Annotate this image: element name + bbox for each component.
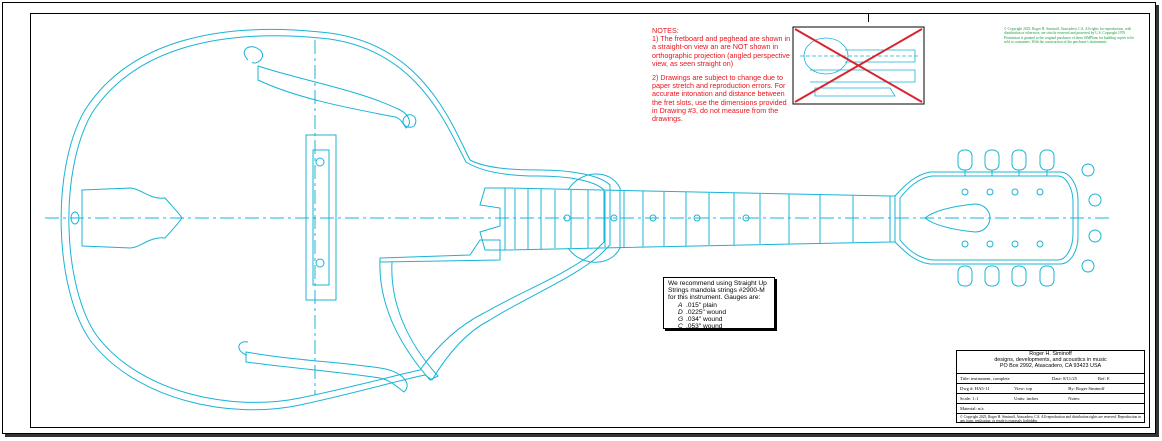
drawing-title: Title: instrument, complete [960,376,1010,381]
upper-f-hole-lower-eye [402,114,417,128]
gauge-value: .015" plain [686,301,717,309]
bridge-thumbwheel-bottom [315,258,325,268]
drawing-material: Material: n/a [960,406,984,411]
gauge-value: .053" wound [686,323,723,331]
gauge-value: .034" wound [686,316,723,324]
gauge-string: C [678,323,683,331]
peghead-binding [899,175,1074,261]
gauge-string: G [678,316,684,324]
designer-tagline: designs, developments, and acoustics in … [994,356,1107,363]
note-1: 1) The fretboard and peghead are shown i… [652,34,791,68]
gauge-row: G.034" wound [668,316,772,323]
strings-intro-line: We recommend using Straight Up [668,280,767,287]
end-pin [70,211,80,225]
bridge-saddle [312,149,330,286]
note-2: 2) Drawings are subject to change due to… [652,73,787,124]
tailpiece [81,187,183,249]
strings-recommendation-box: We recommend using Straight Up Strings m… [663,277,775,330]
bridge-thumbwheel-top [315,157,325,167]
body-point [379,239,501,263]
gauge-row: D.0225" wound [668,309,772,316]
drawing-ref: Ref: E [1098,376,1110,381]
gauge-string: D [678,308,683,316]
neck-heel [567,173,621,263]
gauge-row: C.053" wound [668,323,772,330]
scroll-curve [379,257,439,381]
drawing-units: Units: inches [1014,396,1039,401]
drawing-scale: Scale: 1:1 [960,396,979,401]
copyright-notice: © Copyright 2025, Roger H. Siminoff, Ata… [1004,27,1134,45]
sheet-inner-border [30,13,1150,428]
gauge-value: .0225" wound [686,308,727,316]
drawing-view: View: top [1014,386,1033,391]
strings-intro-line: Strings mandola strings #2900-M [668,287,765,295]
lower-f-hole [245,351,408,393]
title-block-header: Roger H. Siminoff designs, developments,… [957,351,1144,374]
strings-intro-line: for this instrument. Gauges are: [668,294,761,302]
title-block-footer: © Copyright 2025, Roger H. Siminoff, Ata… [960,415,1141,424]
peghead [894,171,1079,265]
drawing-date: Date: 8/11/25 [1052,376,1077,381]
upper-f-hole [243,46,410,129]
designer-name: Roger H. Siminoff [1029,351,1072,357]
gauge-string: A [678,301,683,309]
body-binding [68,35,605,403]
tuner-buttons-top [957,149,1055,176]
body-outline [60,28,611,411]
bridge-base [305,134,337,301]
reference-tick [868,13,869,22]
crossed-out-thumbnail [792,26,925,105]
drawing-number: Dwg #: HA5-11 [960,386,990,391]
notes-block: NOTES: 1) The fretboard and peghead are … [652,26,792,129]
tuner-buttons-bottom [957,265,1055,287]
title-block: Roger H. Siminoff designs, developments,… [956,350,1145,423]
drawing-author: By: Roger Siminoff [1068,386,1105,391]
designer-address: PO Box 2992, Atascadero, CA 93423 USA [999,362,1102,369]
gauge-row: A.015" plain [668,302,772,309]
drawing-notes: Notes: [1068,396,1081,401]
truss-rod-cover [924,203,991,233]
notes-heading: NOTES: [652,26,679,35]
nut [889,195,896,243]
lower-f-hole-lower-eye [238,341,249,356]
